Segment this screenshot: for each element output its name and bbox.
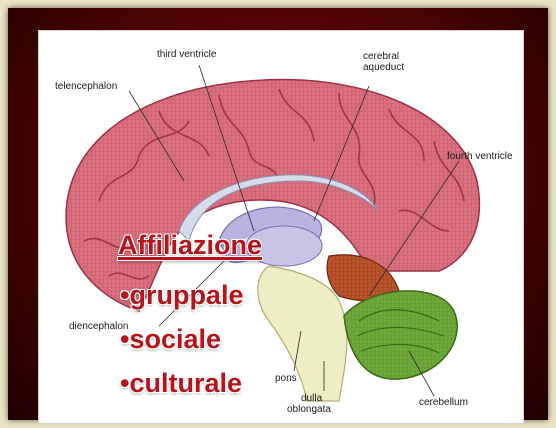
label-cerebellum: cerebellum xyxy=(419,397,468,408)
slide-background: third ventricle cerebral aqueduct telenc… xyxy=(8,8,548,420)
label-third-ventricle: third ventricle xyxy=(157,49,216,60)
label-medulla-2: oblongata xyxy=(287,404,331,415)
overlay-item-gruppale: •gruppale xyxy=(120,280,243,311)
overlay-item-sociale: •sociale xyxy=(120,324,221,355)
label-telencephalon: telencephalon xyxy=(55,81,117,92)
label-pons: pons xyxy=(275,373,297,384)
overlay-item-culturale: •culturale xyxy=(120,368,242,399)
overlay-title: Affiliazione xyxy=(118,230,262,261)
overlay-title-text: Affiliazione xyxy=(118,230,262,260)
label-cerebral-aqueduct-2: aqueduct xyxy=(363,62,404,73)
label-cerebral-aqueduct: cerebral xyxy=(363,51,399,62)
label-fourth-ventricle: fourth ventricle xyxy=(447,151,513,162)
label-medulla: dulla xyxy=(301,393,322,404)
brain-diagram-panel: third ventricle cerebral aqueduct telenc… xyxy=(38,30,524,424)
